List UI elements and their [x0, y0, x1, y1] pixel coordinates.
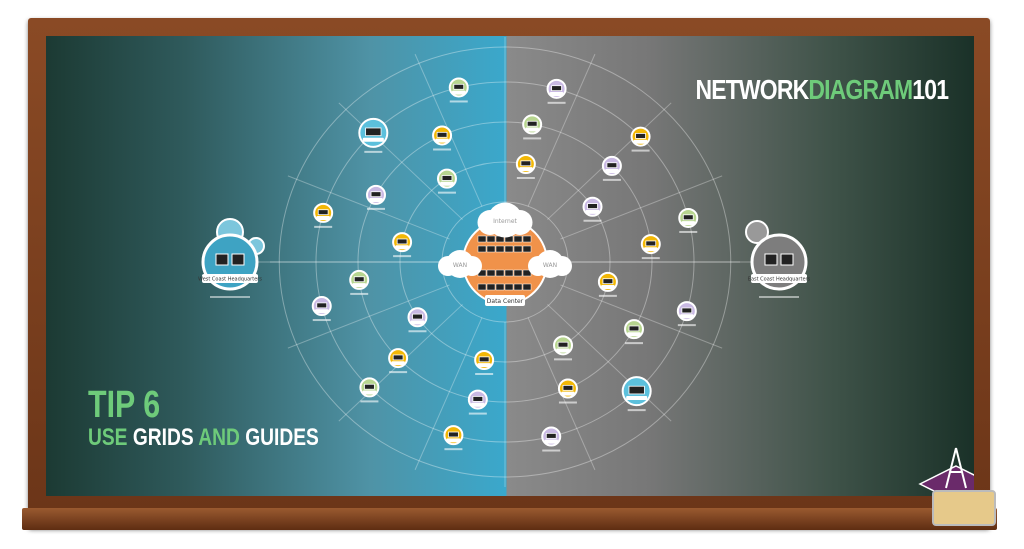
guide-circle	[357, 121, 653, 403]
server-icon	[486, 283, 496, 291]
wan-cloud-left[interactable]: WAN	[438, 250, 482, 278]
tip-word-guides: GUIDES	[245, 424, 319, 451]
server-icon	[504, 283, 514, 291]
guide-spoke	[287, 284, 450, 349]
network-node[interactable]	[388, 348, 409, 374]
chalk-ledge	[22, 508, 997, 530]
network-node[interactable]	[432, 125, 453, 151]
network-node[interactable]	[678, 207, 699, 233]
page-title: NETWORKDIAGRAM101	[695, 74, 948, 106]
server-icon	[522, 245, 532, 253]
network-node[interactable]	[541, 426, 562, 452]
guide-spoke	[338, 102, 463, 220]
server-icon	[477, 235, 487, 243]
title-diagram: DIAGRAM	[808, 74, 913, 105]
network-node[interactable]	[436, 168, 457, 194]
internet-cloud[interactable]: Internet	[477, 202, 533, 238]
tip-word-grids: GRIDS	[132, 424, 199, 451]
network-node[interactable]	[407, 307, 428, 333]
compass-logo-icon	[918, 447, 974, 496]
network-node[interactable]	[365, 184, 386, 210]
network-node[interactable]	[313, 202, 334, 228]
server-icon	[513, 245, 523, 253]
wan-cloud-right[interactable]: WAN	[528, 250, 572, 278]
server-icon	[486, 245, 496, 253]
network-node[interactable]	[640, 234, 661, 260]
network-node[interactable]	[311, 296, 332, 322]
internet-cloud-label: Internet	[493, 218, 517, 225]
server-icon	[513, 235, 523, 243]
guide-circle	[399, 161, 611, 363]
network-node[interactable]	[676, 301, 697, 327]
server-icon	[477, 245, 487, 253]
guide-spoke	[547, 304, 672, 422]
network-node[interactable]	[553, 335, 574, 361]
network-node[interactable]	[597, 271, 618, 297]
tip-number: TIP 6	[88, 384, 161, 426]
server-icon	[495, 283, 505, 291]
network-node[interactable]	[392, 232, 413, 258]
server-icon	[522, 235, 532, 243]
title-101: 101	[912, 74, 949, 105]
guide-circle	[315, 81, 695, 443]
network-node[interactable]	[630, 126, 651, 152]
server-icon	[495, 245, 505, 253]
tip-word-use: USE	[88, 424, 133, 451]
network-node[interactable]	[522, 114, 543, 140]
tip-word-and: AND	[198, 424, 246, 451]
tip-block: TIP 6 USE GRIDS AND GUIDES	[88, 386, 377, 452]
network-node[interactable]	[601, 155, 622, 181]
network-node[interactable]	[557, 378, 578, 404]
server-icon	[486, 235, 496, 243]
network-node[interactable]	[359, 377, 380, 403]
east-coast-hq[interactable]: East Coast Headquarters	[745, 220, 811, 298]
network-node[interactable]	[621, 376, 652, 412]
network-node[interactable]	[349, 269, 370, 295]
network-node[interactable]	[358, 117, 389, 153]
tip-text: USE GRIDS AND GUIDES	[88, 424, 319, 452]
server-icon	[504, 269, 514, 277]
server-icon	[486, 269, 496, 277]
guide-spoke	[527, 53, 596, 207]
eraser	[932, 490, 996, 526]
west-coast-hq-label: West Coast Headquarters	[198, 277, 262, 283]
guide-circle	[278, 46, 732, 478]
server-icon	[522, 283, 532, 291]
network-node[interactable]	[515, 153, 536, 179]
guide-spoke	[287, 175, 450, 240]
guide-spoke	[560, 175, 723, 240]
network-node[interactable]	[624, 319, 645, 345]
server-icon	[477, 283, 487, 291]
title-network: NETWORK	[695, 74, 809, 105]
wan-cloud-right-label: WAN	[543, 262, 557, 269]
server-icon	[495, 269, 505, 277]
network-node[interactable]	[467, 389, 488, 415]
wan-cloud-left-label: WAN	[453, 262, 467, 269]
server-icon	[504, 245, 514, 253]
network-node[interactable]	[443, 425, 464, 451]
server-icon	[513, 269, 523, 277]
network-node[interactable]	[546, 78, 567, 104]
guide-spoke	[414, 317, 483, 471]
network-node[interactable]	[582, 196, 603, 222]
server-icon	[513, 283, 523, 291]
west-coast-hq[interactable]: West Coast Headquarters	[198, 218, 265, 298]
data-center-label: Data Center	[487, 298, 524, 305]
east-coast-hq-label: East Coast Headquarters	[748, 277, 811, 283]
network-node[interactable]	[448, 77, 469, 103]
data-center-label-box	[485, 295, 525, 306]
network-node[interactable]	[474, 350, 495, 376]
guide-spoke	[560, 284, 723, 349]
